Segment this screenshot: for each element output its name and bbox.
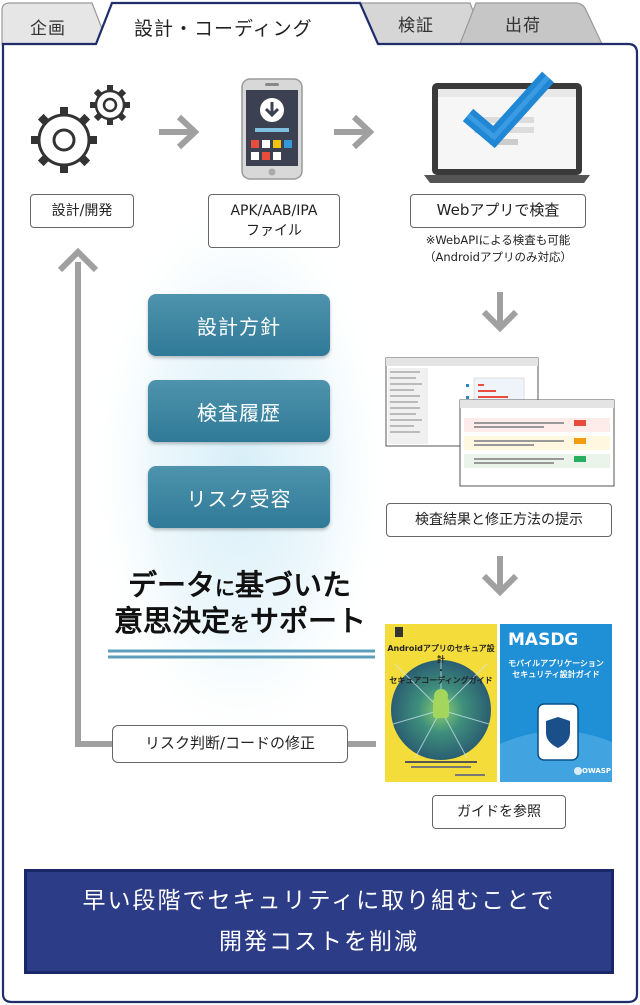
- tab-shape-planning: [1, 2, 109, 45]
- guide-book-1-title-connector: ・: [437, 665, 445, 675]
- gears-icon: [31, 85, 130, 173]
- slogan-decision: 意思決定: [114, 604, 231, 638]
- slogan-ni: に: [215, 576, 236, 600]
- guide-book-masdg[interactable]: MASDG モバイルアプリケーション セキュリティ設計ガイド OWASP: [500, 624, 612, 782]
- cost-reduction-banner: 早い段階でセキュリティに取り組むことで 開発コストを削減: [24, 869, 614, 974]
- step-file-label: APK/AAB/IPA ファイル: [208, 194, 340, 248]
- arrow-down-icon: [481, 556, 519, 597]
- masdg-subtitle-line1: モバイルアプリケーション: [508, 659, 604, 668]
- step-file-line2: ファイル: [246, 223, 302, 239]
- pill-design-policy[interactable]: 設計方針: [148, 294, 330, 356]
- step-design-label: 設計/開発: [30, 194, 134, 228]
- slogan-line1: データに基づいた: [128, 562, 351, 604]
- arrow-right-icon: [159, 114, 200, 150]
- webapp-note: ※WebAPIによる検査も可能 （Androidアプリのみ対応）: [392, 232, 604, 267]
- slogan-wo: を: [230, 612, 251, 636]
- step-webapp-label: Webアプリで検査: [410, 194, 586, 228]
- arrow-right-icon: [334, 114, 375, 150]
- tab-verify[interactable]: 検証: [398, 16, 434, 36]
- step-file-line1: APK/AAB/IPA: [230, 202, 318, 219]
- masdg-subtitle: モバイルアプリケーション セキュリティ設計ガイド: [500, 658, 612, 680]
- slogan-support: サポート: [250, 604, 367, 638]
- masdg-cover-art: [500, 703, 612, 782]
- laptop-check-icon: [424, 71, 590, 183]
- tab-design-coding[interactable]: 設計・コーディング: [134, 18, 313, 40]
- masdg-title: MASDG: [508, 630, 579, 650]
- step-risk-label: リスク判断/コードの修正: [112, 725, 348, 763]
- webapp-note-line2: （Androidアプリのみ対応）: [424, 250, 572, 265]
- slogan-data: データ: [128, 568, 216, 602]
- pill-inspection-history[interactable]: 検査履歴: [148, 380, 330, 442]
- slogan-line2: 意思決定をサポート: [114, 598, 366, 640]
- shield-icon: [546, 717, 570, 748]
- guide-book-1-title: Androidアプリのセキュア設計 ・ セキュアコーディングガイド: [385, 644, 497, 687]
- tab-ship[interactable]: 出荷: [505, 16, 541, 36]
- guide-book-1-title-line2: セキュアコーディングガイド: [389, 676, 493, 686]
- step-guide-label: ガイドを参照: [432, 795, 566, 829]
- smartphone-icon: [241, 78, 303, 180]
- masdg-subtitle-line2: セキュリティ設計ガイド: [512, 670, 600, 680]
- city-illustration-icon: [391, 627, 491, 776]
- webapp-note-line1: ※WebAPIによる検査も可能: [425, 233, 571, 247]
- slogan-based: 基づいた: [235, 568, 352, 602]
- guide-book-1-title-line1: Androidアプリのセキュア設計: [387, 644, 495, 664]
- banner-line1: 早い段階でセキュリティに取り組むことで: [82, 888, 556, 915]
- tab-shape-ship: [459, 2, 603, 45]
- guide-book-secure-coding[interactable]: Androidアプリのセキュア設計 ・ セキュアコーディングガイド: [385, 624, 497, 782]
- owasp-logo: OWASP: [582, 767, 611, 775]
- pill-risk-acceptance[interactable]: リスク受容: [148, 466, 330, 528]
- banner-line2: 開発コストを削減: [219, 928, 419, 955]
- tab-planning[interactable]: 企画: [30, 19, 66, 39]
- result-screens-icon: [385, 357, 615, 487]
- arrow-down-icon: [481, 292, 519, 333]
- step-results-label: 検査結果と修正方法の提示: [386, 503, 612, 537]
